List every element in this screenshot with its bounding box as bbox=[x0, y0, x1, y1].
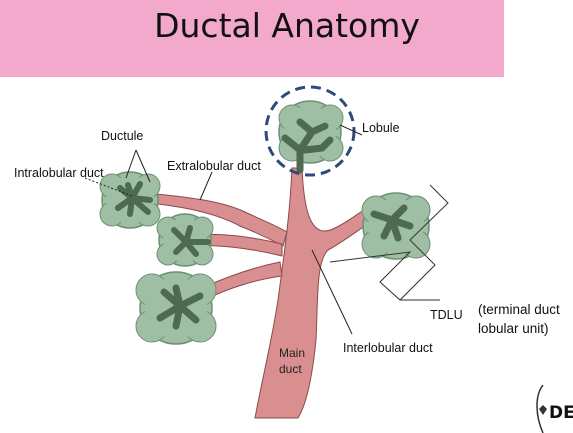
label-intralobular-duct: Intralobular duct bbox=[14, 166, 104, 180]
lobule-lower-left bbox=[135, 271, 217, 345]
label-tdlu: TDLU bbox=[430, 308, 463, 322]
lobule-middle-left bbox=[156, 213, 214, 267]
ductule-leader-2 bbox=[135, 149, 151, 183]
label-lobule: Lobule bbox=[362, 121, 400, 135]
label-ductule: Ductule bbox=[101, 129, 144, 143]
title-banner bbox=[0, 0, 504, 77]
extralobular-leader bbox=[199, 171, 213, 201]
label-main-duct: Main duct bbox=[279, 345, 319, 377]
label-tdlu-expansion-1: (terminal duct bbox=[478, 302, 560, 317]
tdlu-bracket bbox=[329, 184, 449, 301]
intralobular-leader bbox=[84, 177, 133, 197]
logo-text: DEA bbox=[549, 403, 573, 423]
label-extralobular-duct: Extralobular duct bbox=[167, 159, 261, 173]
label-interlobular-duct: Interlobular duct bbox=[343, 341, 433, 355]
university-logo: DEA bbox=[533, 385, 573, 433]
label-tdlu-expansion-2: lobular unit) bbox=[478, 321, 549, 336]
lobule-upper-left bbox=[99, 171, 161, 229]
interlobular-leader bbox=[311, 249, 353, 335]
lobule-top bbox=[278, 100, 344, 174]
ductule-leader-1 bbox=[125, 149, 137, 179]
label-main-duct-line2: duct bbox=[279, 362, 302, 376]
page-title: Ductal Anatomy bbox=[154, 6, 420, 45]
lobule-leader bbox=[339, 124, 363, 136]
main-duct-shape bbox=[254, 167, 387, 419]
label-main-duct-line1: Main bbox=[279, 346, 306, 360]
extralobular-duct-shape bbox=[137, 191, 288, 247]
